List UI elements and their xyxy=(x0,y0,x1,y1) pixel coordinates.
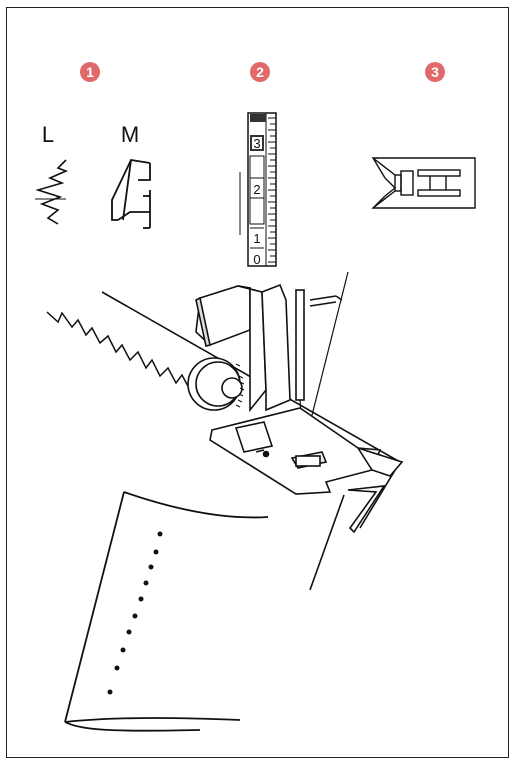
stitch-symbol-right xyxy=(111,159,151,229)
ruler-mark-1: 1 xyxy=(253,231,260,246)
svg-text:3: 3 xyxy=(431,64,439,80)
knob-ridges xyxy=(235,363,245,408)
stitch-label-left: L xyxy=(42,122,54,147)
zigzag-stitches xyxy=(46,311,197,392)
svg-text:1: 1 xyxy=(86,64,94,80)
dotted-stitch-line xyxy=(107,531,163,695)
stitch-label-right: M xyxy=(121,122,139,147)
ruler-mark-3: 3 xyxy=(253,136,260,151)
stitch-symbol-left xyxy=(35,159,69,225)
step-badge-2: 2 xyxy=(250,62,270,82)
ruler-mark-0: 0 xyxy=(253,252,260,267)
stitch-length-ruler: 3 2 1 0 xyxy=(239,112,277,267)
presser-foot-icon xyxy=(371,157,476,209)
presser-foot-assembly xyxy=(187,271,404,534)
step-badge-1: 1 xyxy=(80,62,100,82)
ruler-mark-2: 2 xyxy=(253,182,260,197)
step-badge-3: 3 xyxy=(425,62,445,82)
svg-text:2: 2 xyxy=(256,64,264,80)
diagram-frame xyxy=(6,7,509,758)
folded-fabric xyxy=(64,491,269,732)
